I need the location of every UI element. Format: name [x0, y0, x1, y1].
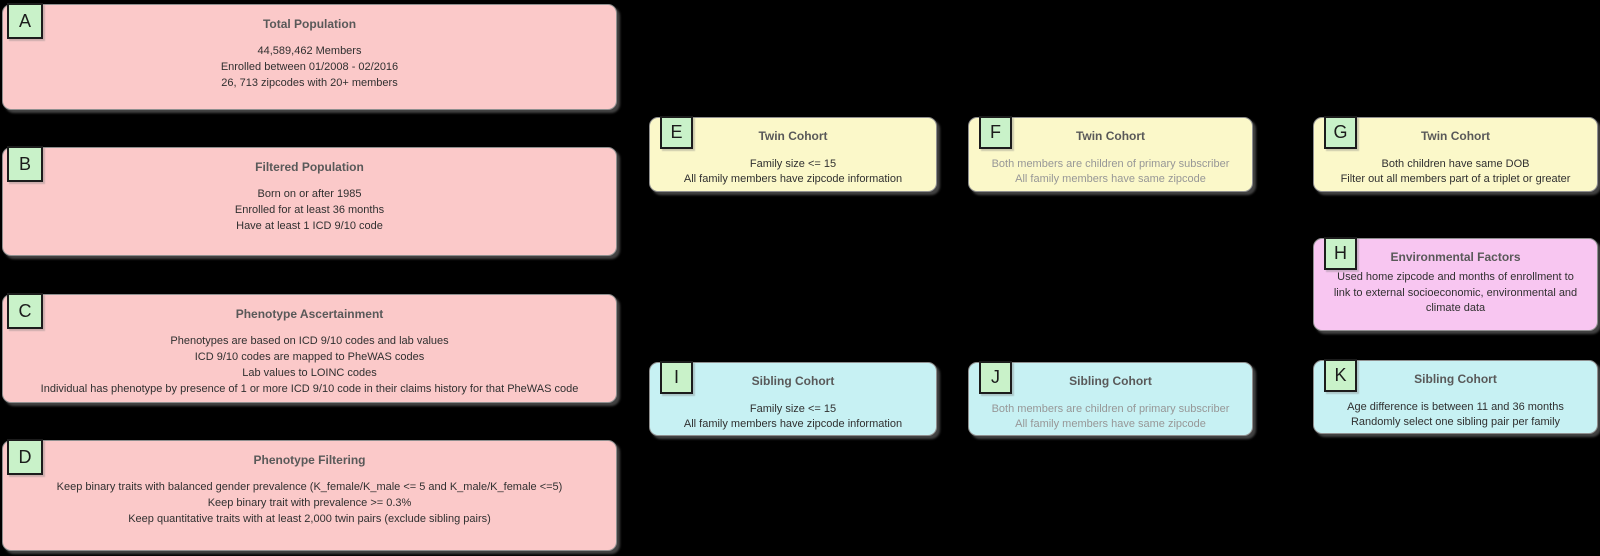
node-body: Both members are children of primary sub…	[969, 402, 1252, 432]
node-line: 44,589,462 Members	[257, 45, 362, 57]
node-filtered-population: B Filtered Population Born on or after 1…	[2, 146, 617, 256]
node-sibling-cohort-k: K Sibling Cohort Age difference is betwe…	[1313, 359, 1598, 434]
node-title: Twin Cohort	[758, 129, 828, 143]
node-badge-b: B	[7, 146, 43, 182]
node-twin-cohort-g: G Twin Cohort Both children have same DO…	[1313, 116, 1598, 192]
node-body: Keep binary traits with balanced gender …	[3, 479, 616, 527]
node-title: Total Population	[262, 17, 357, 31]
node-title: Sibling Cohort	[1069, 374, 1152, 388]
node-badge-i: I	[660, 361, 693, 394]
node-body: Born on or after 1985 Enrolled for at le…	[3, 186, 616, 234]
node-phenotype-filtering: D Phenotype Filtering Keep binary traits…	[2, 439, 617, 551]
node-body: Both members are children of primary sub…	[969, 157, 1252, 187]
node-badge-f: F	[979, 116, 1012, 149]
node-line: Phenotypes are based on ICD 9/10 codes a…	[170, 335, 449, 347]
node-body: Phenotypes are based on ICD 9/10 codes a…	[3, 333, 616, 397]
node-line: 26, 713 zipcodes with 20+ members	[221, 77, 398, 89]
node-line: ICD 9/10 codes are mapped to PheWAS code…	[194, 351, 425, 363]
node-line: Born on or after 1985	[257, 188, 362, 200]
node-line: Have at least 1 ICD 9/10 code	[236, 220, 383, 232]
node-badge-g: G	[1324, 116, 1357, 149]
node-line: Age difference is between 11 and 36 mont…	[1347, 401, 1564, 413]
node-line: Family size <= 15	[749, 403, 837, 415]
node-line: All family members have same zipcode	[1015, 173, 1206, 185]
node-title: Environmental Factors	[1390, 250, 1521, 264]
node-line: Both children have same DOB	[1381, 158, 1530, 170]
node-line: All family members have zipcode informat…	[683, 173, 903, 185]
node-body: Age difference is between 11 and 36 mont…	[1314, 400, 1597, 430]
node-badge-e: E	[660, 116, 693, 149]
node-line: Keep binary traits with balanced gender …	[56, 481, 563, 493]
node-title: Filtered Population	[255, 160, 364, 174]
node-environmental-factors: H Environmental Factors Used home zipcod…	[1313, 237, 1598, 331]
node-sibling-cohort-j: J Sibling Cohort Both members are childr…	[968, 361, 1253, 436]
node-line: Family size <= 15	[749, 158, 837, 170]
node-badge-a: A	[7, 3, 43, 39]
node-title: Phenotype Filtering	[253, 453, 366, 467]
node-line: Enrolled between 01/2008 - 02/2016	[220, 61, 399, 73]
node-body: Family size <= 15 All family members hav…	[650, 402, 936, 432]
node-line: Used home zipcode and months of enrollme…	[1337, 271, 1574, 283]
node-body: Family size <= 15 All family members hav…	[650, 157, 936, 187]
node-badge-h: H	[1324, 237, 1357, 270]
node-line: Keep binary trait with prevalence >= 0.3…	[207, 497, 412, 509]
node-line: Enrolled for at least 36 months	[234, 204, 385, 216]
node-line: Both members are children of primary sub…	[991, 403, 1230, 415]
node-line: Keep quantitative traits with at least 2…	[128, 513, 491, 525]
node-badge-j: J	[979, 361, 1012, 394]
node-line: All family members have same zipcode	[1015, 418, 1206, 430]
node-badge-k: K	[1324, 359, 1357, 392]
node-title: Sibling Cohort	[751, 374, 835, 388]
node-line: Randomly select one sibling pair per fam…	[1350, 416, 1561, 428]
node-line: Both members are children of primary sub…	[991, 158, 1230, 170]
node-phenotype-ascertainment: C Phenotype Ascertainment Phenotypes are…	[2, 293, 617, 403]
node-badge-d: D	[7, 439, 43, 475]
node-body: Both children have same DOB Filter out a…	[1314, 157, 1597, 187]
node-title: Sibling Cohort	[1414, 372, 1497, 386]
node-line: All family members have zipcode informat…	[683, 418, 903, 430]
node-twin-cohort-e: E Twin Cohort Family size <= 15 All fami…	[649, 116, 937, 192]
node-body: 44,589,462 Members Enrolled between 01/2…	[3, 43, 616, 91]
node-twin-cohort-f: F Twin Cohort Both members are children …	[968, 116, 1253, 192]
node-line: Individual has phenotype by presence of …	[40, 383, 579, 395]
node-line: Filter out all members part of a triplet…	[1340, 173, 1571, 185]
node-total-population: A Total Population 44,589,462 Members En…	[2, 3, 617, 110]
node-title: Phenotype Ascertainment	[235, 307, 384, 321]
node-line: link to external socioeconomic, environm…	[1333, 286, 1578, 299]
node-title: Twin Cohort	[1075, 129, 1146, 143]
node-line: climate data	[1425, 302, 1486, 314]
node-sibling-cohort-i: I Sibling Cohort Family size <= 15 All f…	[649, 361, 937, 436]
node-body: Used home zipcode and months of enrollme…	[1314, 270, 1597, 317]
node-line: Lab values to LOINC codes	[242, 367, 377, 379]
node-title: Twin Cohort	[1420, 129, 1491, 143]
node-badge-c: C	[7, 293, 43, 329]
